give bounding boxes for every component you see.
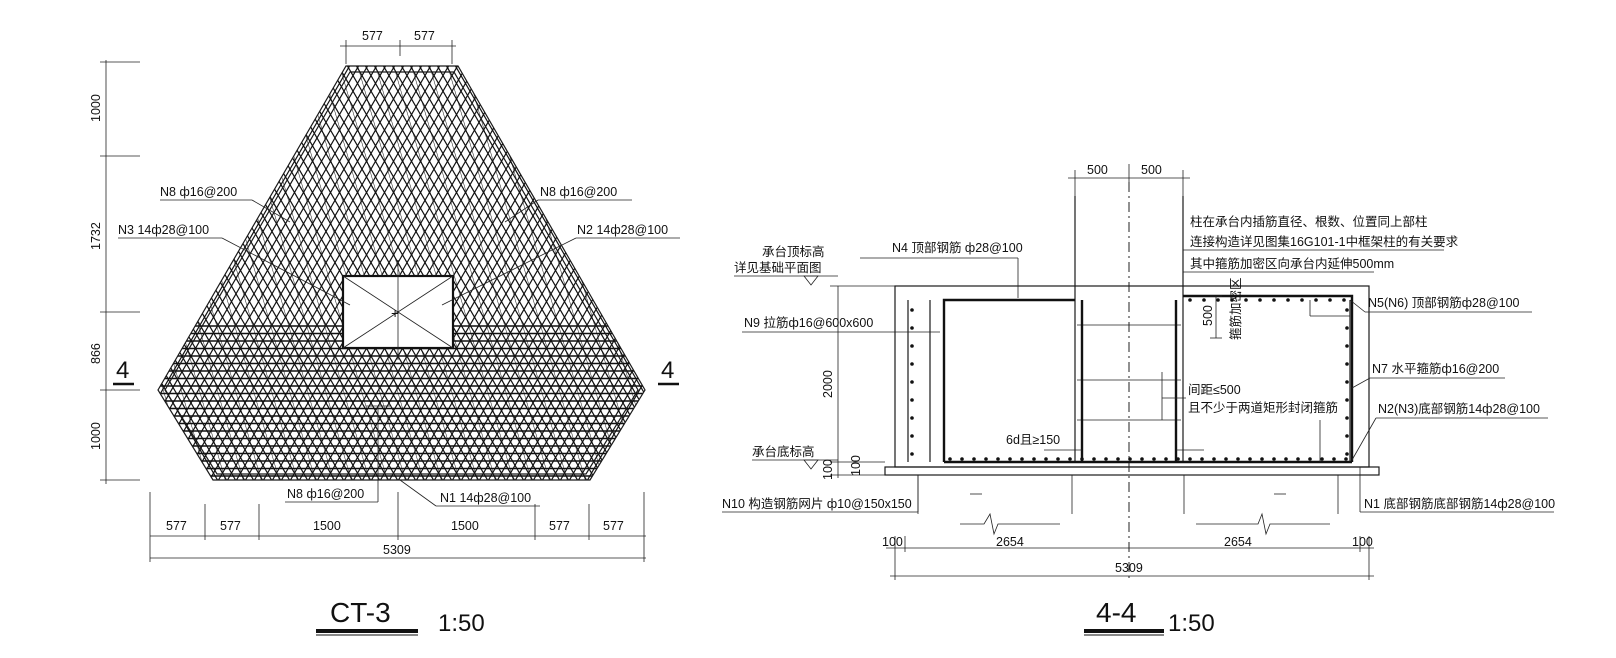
label-n9: N9 拉筋ф16@600x600 [744,315,873,330]
label-n10: N10 构造钢筋网片 ф10@150x150 [722,496,912,511]
bottom-dim-4: 1500 [451,519,479,533]
sec-bottom-dim-4: 100 [1352,535,1373,549]
bottom-dim-1: 577 [166,519,187,533]
top-dim-1: 577 [362,29,383,43]
rebar-dots [910,298,1349,461]
label-n2n3: N2(N3)底部钢筋14ф28@100 [1378,401,1540,416]
section-scale: 1:50 [1168,610,1215,637]
sec-bottom-dim-3: 2654 [1224,535,1252,549]
total-dim-left: 5309 [383,543,411,557]
sub-dim-500: 500 [1201,305,1215,326]
label-n2: N2 14ф28@100 [577,223,668,237]
column-note-2: 连接构造详见图集16G101-1中框架柱的有关要求 [1190,234,1459,249]
sec-bottom-dim-1: 100 [882,535,903,549]
section-4-4: 500 500 2000 [722,163,1555,637]
vertical-note: 箍筋加密区 [1228,277,1243,340]
small-dim-1: 100 [821,459,835,480]
bottom-dim-6: 577 [603,519,624,533]
section-title: 4-4 [1096,597,1136,628]
height-dim: 2000 [821,370,835,398]
left-dim-1: 1000 [89,94,103,122]
plan-leaders: N8 ф16@200 N8 ф16@200 N3 14ф28@100 N2 14… [118,185,680,507]
top-elev-label-2: 详见基础平面图 [734,260,822,275]
label-n4: N4 顶部钢筋 ф28@100 [892,240,1023,255]
top-dim-2: 577 [414,29,435,43]
label-n7: N7 水平箍筋ф16@200 [1372,361,1499,376]
ct3-plan: + 577 577 1000 1732 866 1000 4 4 N8 ф16@… [89,29,680,637]
rebar-hatch [158,66,645,480]
label-n8-left: N8 ф16@200 [160,185,237,199]
label-n3: N3 14ф28@100 [118,223,209,237]
total-dim-right: 5309 [1115,561,1143,575]
center-cross: + [391,305,399,321]
label-n8-bottom: N8 ф16@200 [287,487,364,501]
label-n1: N1 14ф28@100 [440,491,531,505]
pile-cap-section [894,285,1370,468]
column-note-1: 柱在承台内插筋直径、根数、位置同上部柱 [1190,214,1428,229]
col-dim-1: 500 [1087,163,1108,177]
plan-title: CT-3 [330,597,391,628]
left-dim-2: 1732 [89,222,103,250]
plan-scale: 1:50 [438,610,485,637]
bottom-dim-2: 577 [220,519,241,533]
rebar-left-top [942,298,1075,462]
section-mark-right: 4 [661,357,674,384]
bottom-dim-5: 577 [549,519,570,533]
label-n1-section: N1 底部钢筋底部钢筋14ф28@100 [1364,496,1555,511]
column-note-3: 其中箍筋加密区向承台内延伸500mm [1190,256,1394,271]
label-n5n6: N5(N6) 顶部钢筋ф28@100 [1368,295,1520,310]
anchor-note: 6d且≥150 [1006,433,1060,447]
left-dim-4: 1000 [89,422,103,450]
bottom-dim-3: 1500 [313,519,341,533]
section-mark-left: 4 [116,357,129,384]
top-elev-label-1: 承台顶标高 [762,244,825,259]
rebar-right-top [1183,294,1354,462]
small-dim-2: 100 [849,455,863,476]
left-dim-3: 866 [89,343,103,364]
spacing-note-2: 且不少于两道矩形封闭箍筋 [1188,400,1338,415]
sec-bottom-dim-2: 2654 [996,535,1024,549]
spacing-note-1: 间距≤500 [1188,383,1241,397]
label-n8-right: N8 ф16@200 [540,185,617,199]
pile-cap-inner-outline [164,71,639,475]
pile-cap-outline [157,65,646,481]
base-layer [884,466,1380,476]
col-dim-2: 500 [1141,163,1162,177]
bottom-elev-label: 承台底标高 [752,444,815,459]
